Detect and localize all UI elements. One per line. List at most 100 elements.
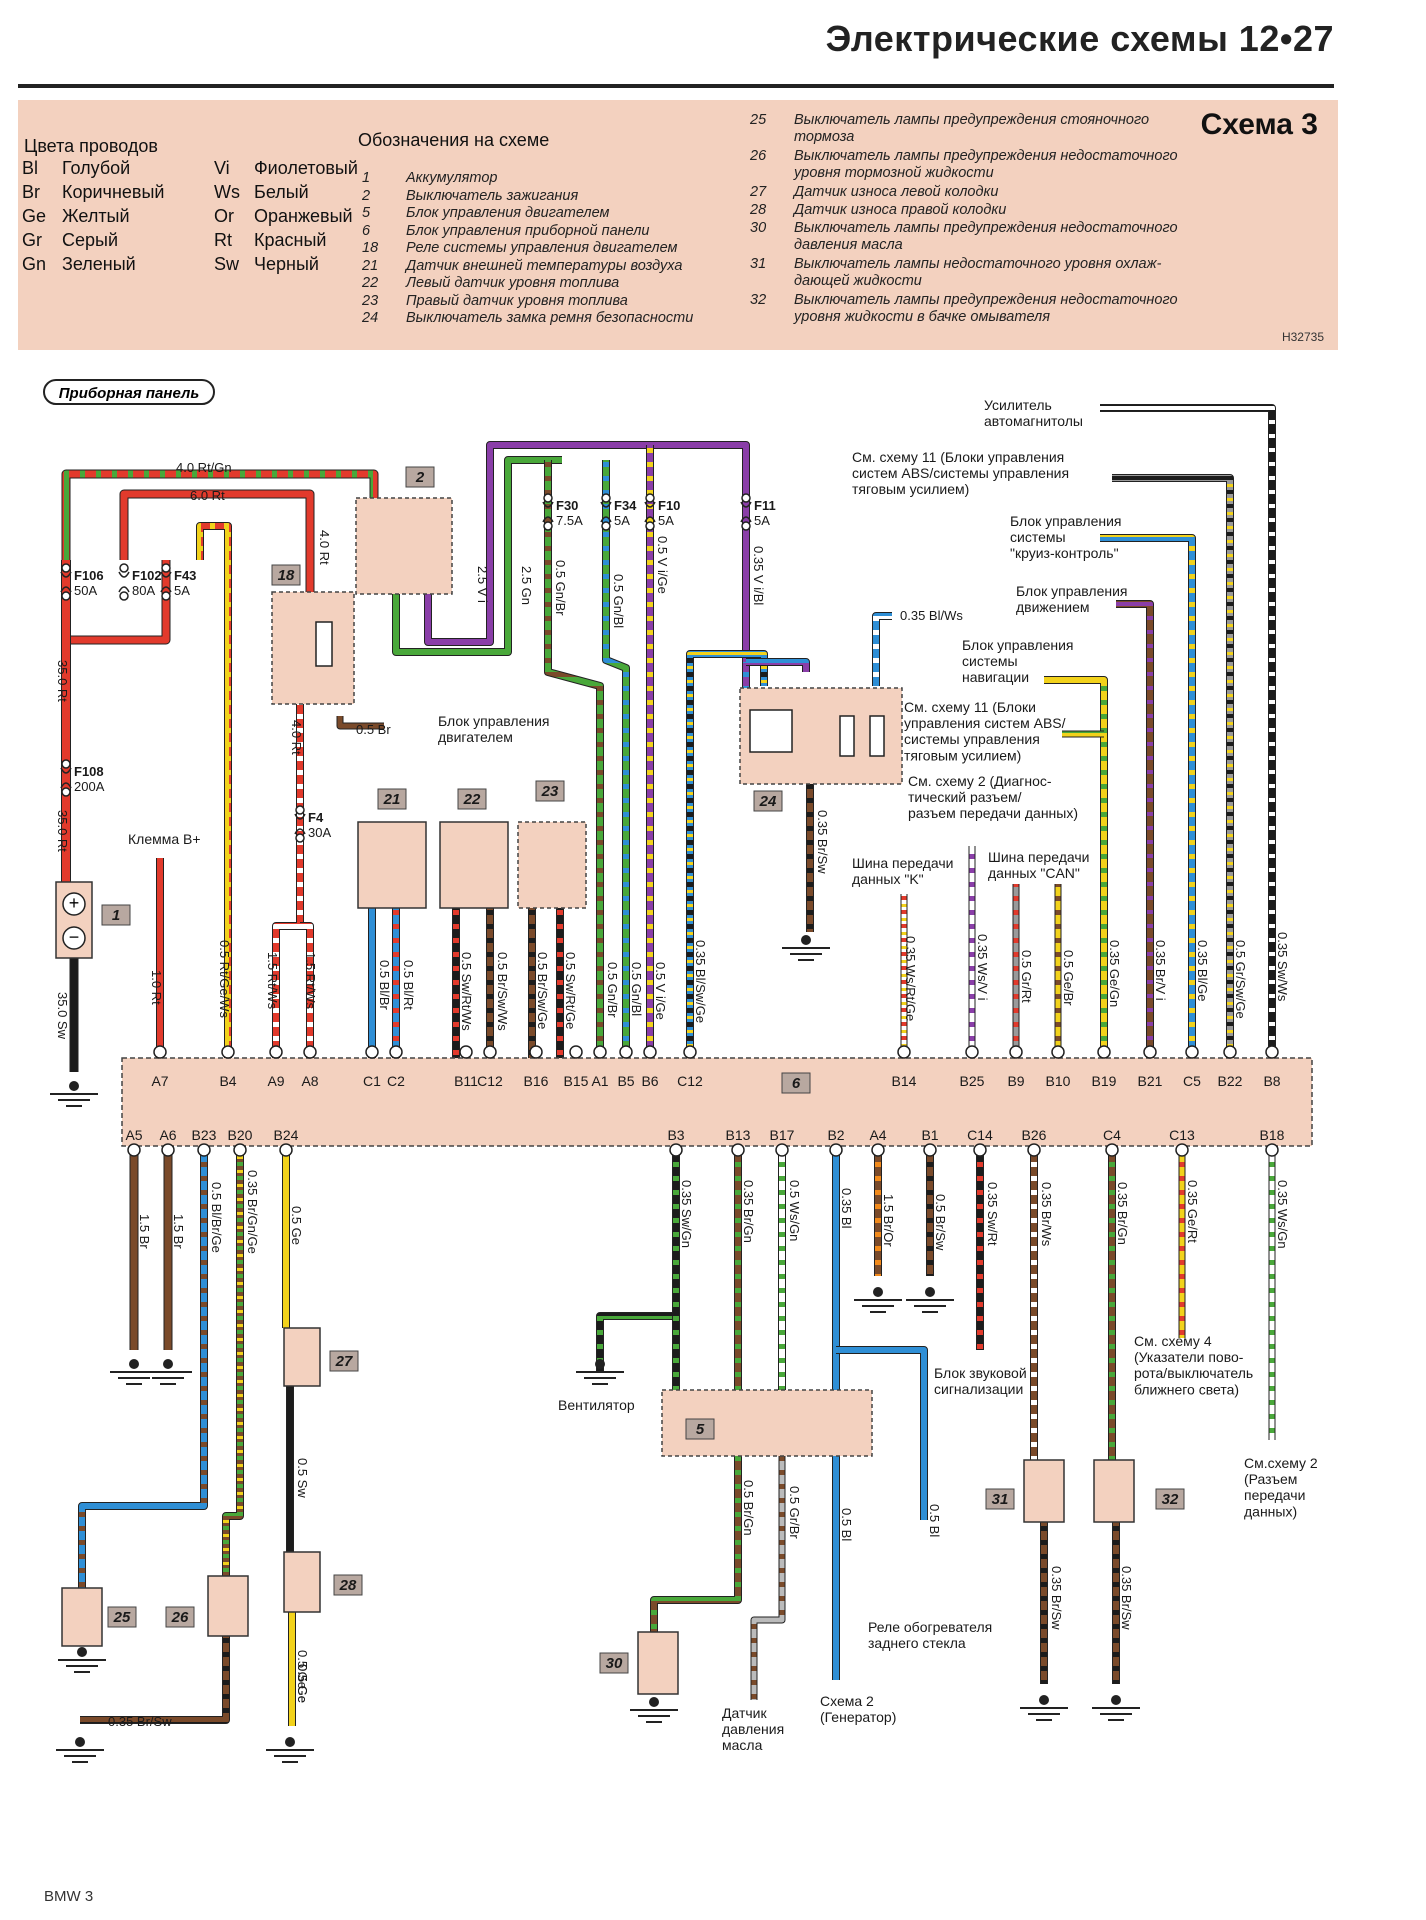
wire-label: 0.5 Ge (295, 1664, 310, 1703)
wire (1044, 677, 1107, 1058)
ground-node (1111, 1695, 1121, 1705)
fuse-terminal (119, 563, 129, 573)
wire-color-name: Оранжевый (254, 206, 353, 226)
wire-label: 4.0 Rt (317, 530, 332, 565)
pin-label: B25 (960, 1073, 985, 1089)
ground-group (50, 935, 1140, 1763)
wire-label: 0.5 Br (356, 722, 391, 737)
brake-pad-sensor-right-28 (283, 1551, 321, 1613)
component-tag-label: 30 (606, 1655, 623, 1672)
wire-color-name: Желтый (62, 206, 130, 226)
fuse-symbol (740, 501, 752, 523)
instrument-cluster-module (121, 1057, 1313, 1147)
wire-label: 0.35 Br/V i (1153, 940, 1168, 1001)
wire (223, 1146, 243, 1576)
wire (337, 716, 384, 729)
component-tag (329, 1350, 359, 1372)
pin-label: B26 (1022, 1127, 1047, 1143)
component-tag-label: 23 (541, 783, 559, 800)
wire-label: 0.35 V i/Bl (751, 546, 766, 605)
fuse-terminal (645, 521, 655, 531)
fuse-terminal (601, 521, 611, 531)
designation-text: Датчик внешней температуры воздуха (406, 257, 683, 274)
wire-color-code: Bl (22, 158, 39, 178)
fuse-rating: 5A (754, 513, 770, 528)
component-tag (1155, 1488, 1185, 1510)
wire-color-name: Черный (254, 254, 319, 274)
component-group: + − (55, 497, 1135, 1695)
section-label-instrument-panel: Приборная панель (43, 379, 215, 405)
pin-top (1051, 1045, 1065, 1059)
wire-color-code: Gr (22, 230, 42, 250)
pin-label: B13 (726, 1127, 751, 1143)
fuse-terminal (543, 493, 553, 503)
fuse-id: F10 (658, 498, 680, 513)
component-tag (101, 904, 131, 926)
pin-label: B14 (892, 1073, 917, 1089)
wire-label: 0.5 Gn/Bl (629, 962, 644, 1016)
fuse-terminal (741, 493, 751, 503)
pin-bottom (161, 1143, 175, 1157)
component-tag-label: 28 (339, 1577, 357, 1594)
fuel-level-sensor-left-22 (439, 821, 509, 909)
wire (505, 457, 562, 556)
fuse-terminal (161, 563, 171, 573)
wire (1116, 601, 1153, 1058)
wire-label: 0.35 Br/Sw (108, 1714, 172, 1729)
ground-node (75, 1737, 85, 1747)
fuse-id: F11 (754, 498, 776, 513)
component-tag (405, 466, 435, 488)
fuse-terminal (601, 493, 611, 503)
wire-color-code: Rt (214, 230, 232, 250)
wire-label: 0.5 Ge (295, 1664, 310, 1703)
pin-bottom (197, 1143, 211, 1157)
wire (425, 442, 562, 645)
wire-label: 0.35 Br/Ws (1039, 1182, 1054, 1247)
fuse-rating: 5A (614, 513, 630, 528)
wire-label: 0.5 Bl (839, 1508, 854, 1541)
component-tag-label: 1 (112, 907, 120, 924)
fuse-rating: 30A (308, 825, 331, 840)
fuse-symbol (644, 501, 656, 523)
parking-brake-switch-25 (61, 1587, 103, 1647)
wire (80, 1636, 229, 1723)
annotation-gen: Схема 2(Генератор) (820, 1693, 896, 1725)
fuse-terminal (119, 591, 129, 601)
designation-text: Выключатель лампы предупреждения стояноч… (794, 112, 1150, 128)
pin-top (365, 1045, 379, 1059)
wire (873, 613, 892, 686)
fuse-terminal (161, 591, 171, 601)
wire-color-code: Ws (214, 182, 240, 202)
component-tag-label: 26 (171, 1609, 189, 1626)
component-tag-label: 24 (759, 793, 777, 810)
svg-text:−: − (69, 927, 80, 947)
pin-top (569, 1045, 583, 1059)
ground-node (129, 1359, 139, 1369)
wire-label: 1.5 Rt/Ws (265, 952, 280, 1010)
designation-number: 32 (750, 292, 767, 308)
pin-bottom (871, 1143, 885, 1157)
designation-number: 2 (362, 187, 371, 204)
wire (1100, 405, 1275, 1058)
pin-label: C12 (677, 1073, 703, 1089)
pin-label: B5 (617, 1073, 634, 1089)
wire-label: 0.5 Br/Sw (933, 1194, 948, 1251)
wire-label: 0.5 V i/Ge (655, 536, 670, 594)
wire-outline (80, 1636, 230, 1724)
pin-top (1097, 1045, 1111, 1059)
wire-color-name: Серый (62, 230, 119, 250)
fuse-symbol (542, 501, 554, 523)
wire-outline (650, 1456, 742, 1632)
pin-bottom (279, 1143, 293, 1157)
pin-label: B6 (641, 1073, 658, 1089)
fuse-rating: 7.5A (556, 513, 583, 528)
ground-node (595, 1359, 605, 1369)
pin-label: B8 (1263, 1073, 1280, 1089)
